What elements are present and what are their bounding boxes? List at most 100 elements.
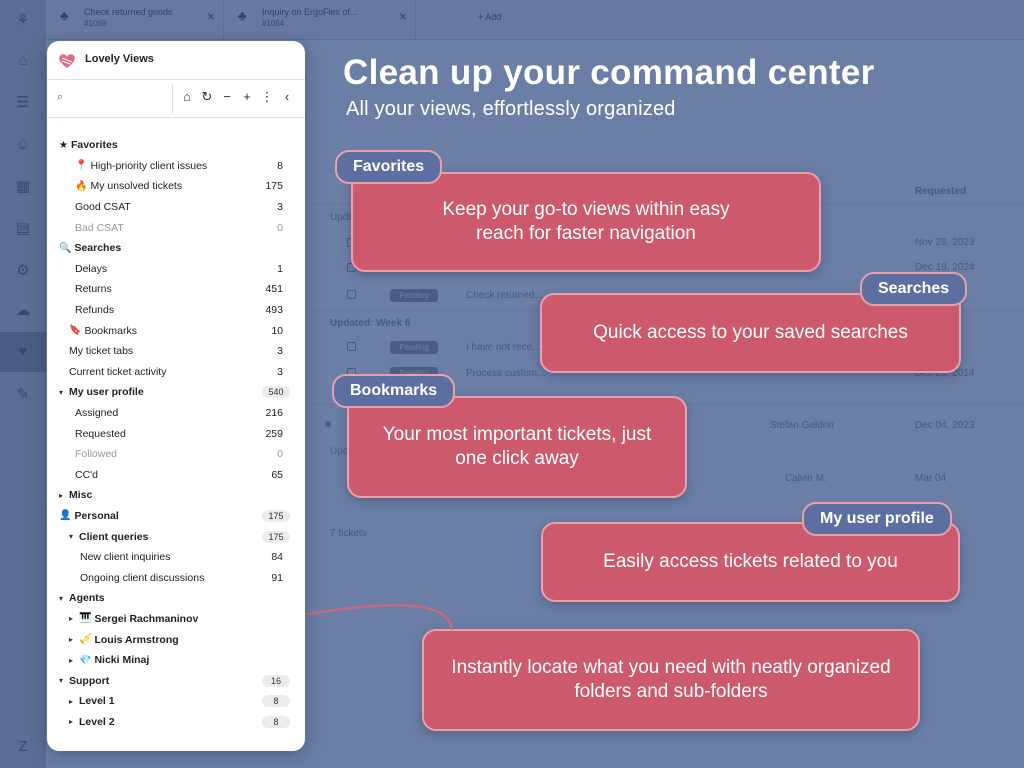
tree-item-label: Returns [75, 283, 112, 296]
row-subject[interactable]: Process custom... [466, 368, 546, 379]
views-icon[interactable]: ☰ [16, 94, 30, 111]
chevron-down-icon[interactable]: ▾ [59, 676, 64, 686]
page-title: Clean up your command center [343, 53, 875, 92]
tree-item-label: Support [69, 674, 110, 687]
tree-item-label: Level 1 [79, 695, 115, 708]
chevron-down-icon[interactable]: ▾ [59, 593, 64, 603]
tree-item[interactable]: ▸💎Nicki Minaj [47, 650, 305, 671]
close-icon[interactable]: ✕ [206, 12, 215, 23]
tree-item[interactable]: ▸ Misc [47, 485, 305, 506]
tree-item[interactable]: 🔍Searches [47, 238, 305, 259]
tree-item-label: Misc [69, 489, 93, 502]
more-icon[interactable]: ⋮ [260, 89, 274, 104]
cloud-icon[interactable]: ☁ [15, 302, 31, 319]
searches-tag: Searches [860, 272, 968, 306]
add-tab-button[interactable]: + Add [478, 12, 502, 22]
row-date: Mar 04 [915, 473, 947, 484]
rail-active-highlight [0, 332, 46, 372]
chevron-down-icon[interactable]: ▾ [59, 387, 64, 397]
tree-item-count: 1 [277, 262, 283, 275]
tree-item-count: 8 [277, 159, 283, 172]
group-header: Updated: Week 6 [330, 318, 411, 329]
apps-icon[interactable]: ♥ [18, 343, 28, 360]
row-checkbox[interactable] [347, 290, 356, 299]
search-input[interactable] [71, 88, 171, 108]
row-subject[interactable]: Check returned... [466, 290, 543, 301]
logo-icon[interactable]: ⚘ [16, 12, 30, 29]
search-icon: ⌕ [57, 91, 64, 103]
tree-item[interactable]: ▸🎹Sergei Rachmaninov [47, 609, 305, 630]
chevron-right-icon[interactable]: ▸ [69, 614, 74, 624]
chevron-left-icon[interactable]: ‹ [284, 89, 290, 104]
home-icon[interactable]: ⌂ [18, 52, 28, 69]
ticket-tab-title: Inquiry on ErgoFlex of... [262, 7, 358, 17]
chevron-down-icon[interactable]: ▾ [69, 532, 74, 542]
ticket-tab-bar: ♣ Check returned goods #1069 ✕ ♣ Inquiry… [46, 0, 1024, 40]
lovely-views-panel: Lovely Views ⌕ ⌂ ↻ − + ⋮ ‹ ★Favorites📍Hi… [47, 41, 305, 751]
column-header-requested[interactable]: Requested [915, 186, 967, 197]
tree-item[interactable]: ▸ Level 1 8 [47, 691, 305, 712]
chevron-right-icon[interactable]: ▸ [59, 490, 64, 500]
row-date: Dec 18, 2024 [915, 262, 975, 273]
refresh-icon[interactable]: ↻ [201, 89, 213, 104]
folders-callout-text: Instantly locate what you need with neat… [451, 657, 891, 702]
user-icon: ♣ [238, 8, 247, 23]
reporting-icon[interactable]: ▤ [15, 220, 31, 237]
chevron-right-icon[interactable]: ▸ [69, 655, 74, 665]
left-rail: ⚘ ⌂ ☰ ☺ ▦ ▤ ⚙ ☁ ♥ ✎ Z [0, 0, 46, 768]
bookmarks-callout: Your most important tickets, just one cl… [347, 396, 687, 498]
ticket-tab[interactable]: ♣ Check returned goods #1069 ✕ [46, 0, 224, 40]
count-badge: 540 [262, 386, 290, 399]
tree-item[interactable]: ★Favorites [47, 135, 305, 156]
close-icon[interactable]: ✕ [398, 12, 407, 23]
chevron-right-icon[interactable]: ▸ [69, 717, 74, 727]
tree-item-label: Assigned [75, 407, 119, 420]
settings-icon[interactable]: ⚙ [16, 262, 30, 279]
panel-title: Lovely Views [85, 53, 154, 65]
ticket-tab[interactable]: ♣ Inquiry on ErgoFlex of... #1064 ✕ [224, 0, 416, 40]
chevron-right-icon[interactable]: ▸ [69, 696, 74, 706]
row-date: Dec 04, 2023 [915, 420, 975, 431]
group-header: Upda... [330, 446, 362, 457]
add-icon[interactable]: + [243, 89, 251, 104]
count-badge: 8 [262, 695, 290, 708]
zendesk-icon[interactable]: Z [18, 738, 28, 755]
collapse-icon[interactable]: − [223, 89, 231, 104]
tree-item[interactable]: ▸🎺Louis Armstrong [47, 629, 305, 650]
customers-icon[interactable]: ☺ [15, 136, 31, 153]
chevron-right-icon[interactable]: ▸ [69, 635, 74, 645]
ticket-tab-id: #1064 [262, 19, 285, 28]
compose-icon[interactable]: ✎ [16, 386, 30, 403]
tree-item[interactable]: ▾Agents [47, 588, 305, 609]
home-icon[interactable]: ⌂ [183, 89, 191, 104]
tree-item-label: My ticket tabs [69, 345, 134, 358]
row-subject[interactable]: I have not rece... [466, 342, 541, 353]
row-checkbox[interactable] [347, 342, 356, 351]
organizations-icon[interactable]: ▦ [15, 178, 31, 195]
profile-callout-text: Easily access tickets related to you [603, 551, 898, 572]
tree-item-label: Louis Armstrong [94, 633, 179, 646]
